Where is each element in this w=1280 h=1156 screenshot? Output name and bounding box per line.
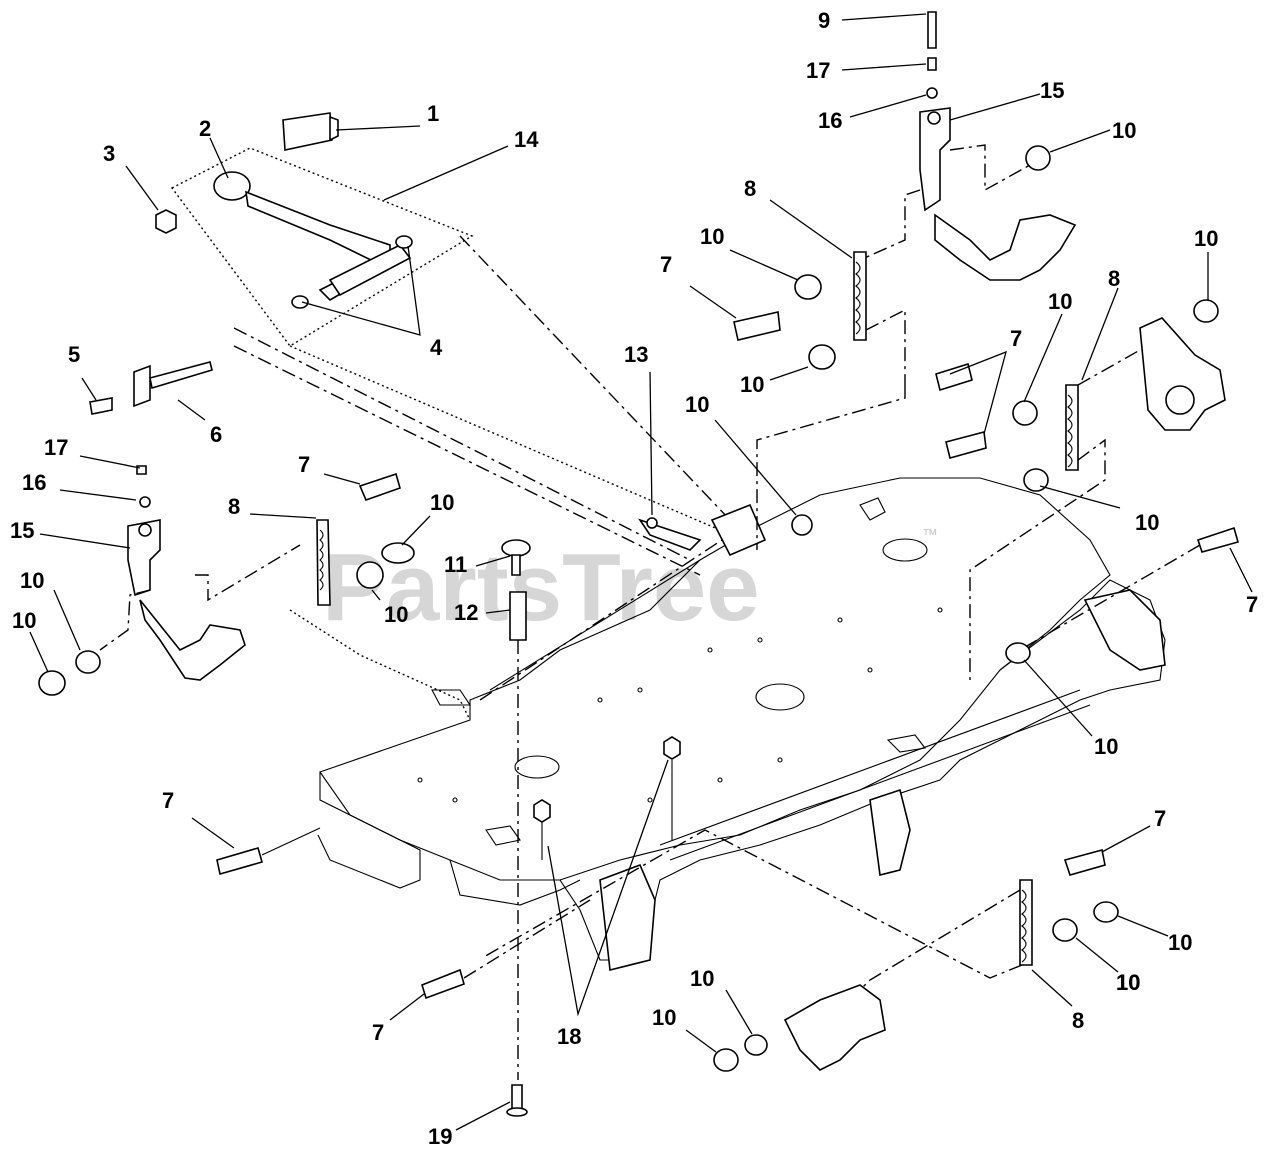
callout-10: 10 bbox=[1116, 970, 1140, 995]
callout-17: 17 bbox=[806, 58, 830, 83]
callout-12: 12 bbox=[454, 600, 478, 625]
callout-8: 8 bbox=[1108, 266, 1120, 291]
callout-17: 17 bbox=[44, 435, 68, 460]
callout-10: 10 bbox=[430, 490, 454, 515]
callout-15: 15 bbox=[10, 518, 34, 543]
top-right-hanger bbox=[733, 11, 1077, 385]
pivot-rod bbox=[89, 361, 213, 415]
callout-15: 15 bbox=[1040, 78, 1064, 103]
callout-8: 8 bbox=[228, 494, 240, 519]
callout-10: 10 bbox=[384, 602, 408, 627]
spindle-opening-center bbox=[755, 683, 805, 711]
callout-7: 7 bbox=[1154, 806, 1166, 831]
callout-10: 10 bbox=[1135, 510, 1159, 535]
callout-16: 16 bbox=[818, 108, 842, 133]
callout-7: 7 bbox=[298, 452, 310, 477]
callout-10: 10 bbox=[1094, 734, 1118, 759]
callout-4: 4 bbox=[430, 335, 443, 360]
callout-7: 7 bbox=[1246, 592, 1258, 617]
callout-10: 10 bbox=[740, 372, 764, 397]
callout-7: 7 bbox=[162, 788, 174, 813]
callout-3: 3 bbox=[103, 141, 115, 166]
center-pivot bbox=[638, 503, 767, 557]
callout-10: 10 bbox=[1112, 118, 1136, 143]
callout-9: 9 bbox=[818, 8, 830, 33]
spindle-opening-right bbox=[882, 538, 928, 562]
center-hardware bbox=[501, 539, 681, 1117]
alignment-line-2 bbox=[233, 345, 701, 576]
callout-10: 10 bbox=[1116, 970, 1140, 995]
callout-11: 11 bbox=[444, 552, 467, 577]
front-hardware bbox=[216, 827, 1119, 1072]
callout-7: 7 bbox=[660, 252, 672, 277]
callout-14: 14 bbox=[514, 127, 539, 152]
callout-10: 10 bbox=[652, 1005, 676, 1030]
callout-6: 6 bbox=[210, 422, 222, 447]
callout-10: 10 bbox=[690, 966, 714, 991]
callout-16: 16 bbox=[22, 470, 46, 495]
front-arm-assembly bbox=[155, 112, 474, 347]
callout-10: 10 bbox=[1048, 289, 1072, 314]
leader-lines bbox=[29, 13, 1253, 1131]
right-bracket bbox=[756, 299, 1239, 680]
callout-10: 10 bbox=[20, 568, 44, 593]
alignment-line-5 bbox=[479, 527, 741, 701]
callout-10: 10 bbox=[685, 392, 709, 417]
mower-deck bbox=[317, 477, 1166, 971]
callout-labels: 9 17 16 15 10 1 2 14 3 8 10 7 10 10 8 4 … bbox=[10, 8, 1258, 1149]
callout-1: 1 bbox=[427, 101, 439, 126]
callout-7: 7 bbox=[1010, 326, 1022, 351]
alignment-line-3 bbox=[459, 235, 731, 521]
callout-5: 5 bbox=[68, 342, 80, 367]
callout-10: 10 bbox=[700, 224, 724, 249]
callout-10: 10 bbox=[1168, 930, 1192, 955]
alignment-line-4 bbox=[289, 345, 721, 531]
callout-2: 2 bbox=[199, 116, 211, 141]
alignment-line-1 bbox=[233, 327, 691, 561]
callout-18: 18 bbox=[557, 1024, 581, 1049]
callout-13: 13 bbox=[624, 342, 648, 367]
callout-7: 7 bbox=[372, 1020, 384, 1045]
callout-8: 8 bbox=[744, 176, 756, 201]
callout-19: 19 bbox=[428, 1124, 452, 1149]
watermark-trademark: ™ bbox=[922, 527, 938, 544]
callout-10: 10 bbox=[1194, 226, 1218, 251]
callout-8: 8 bbox=[1072, 1008, 1084, 1033]
left-hanger bbox=[38, 465, 471, 721]
callout-10: 10 bbox=[12, 608, 36, 633]
spindle-opening-left bbox=[514, 755, 560, 779]
